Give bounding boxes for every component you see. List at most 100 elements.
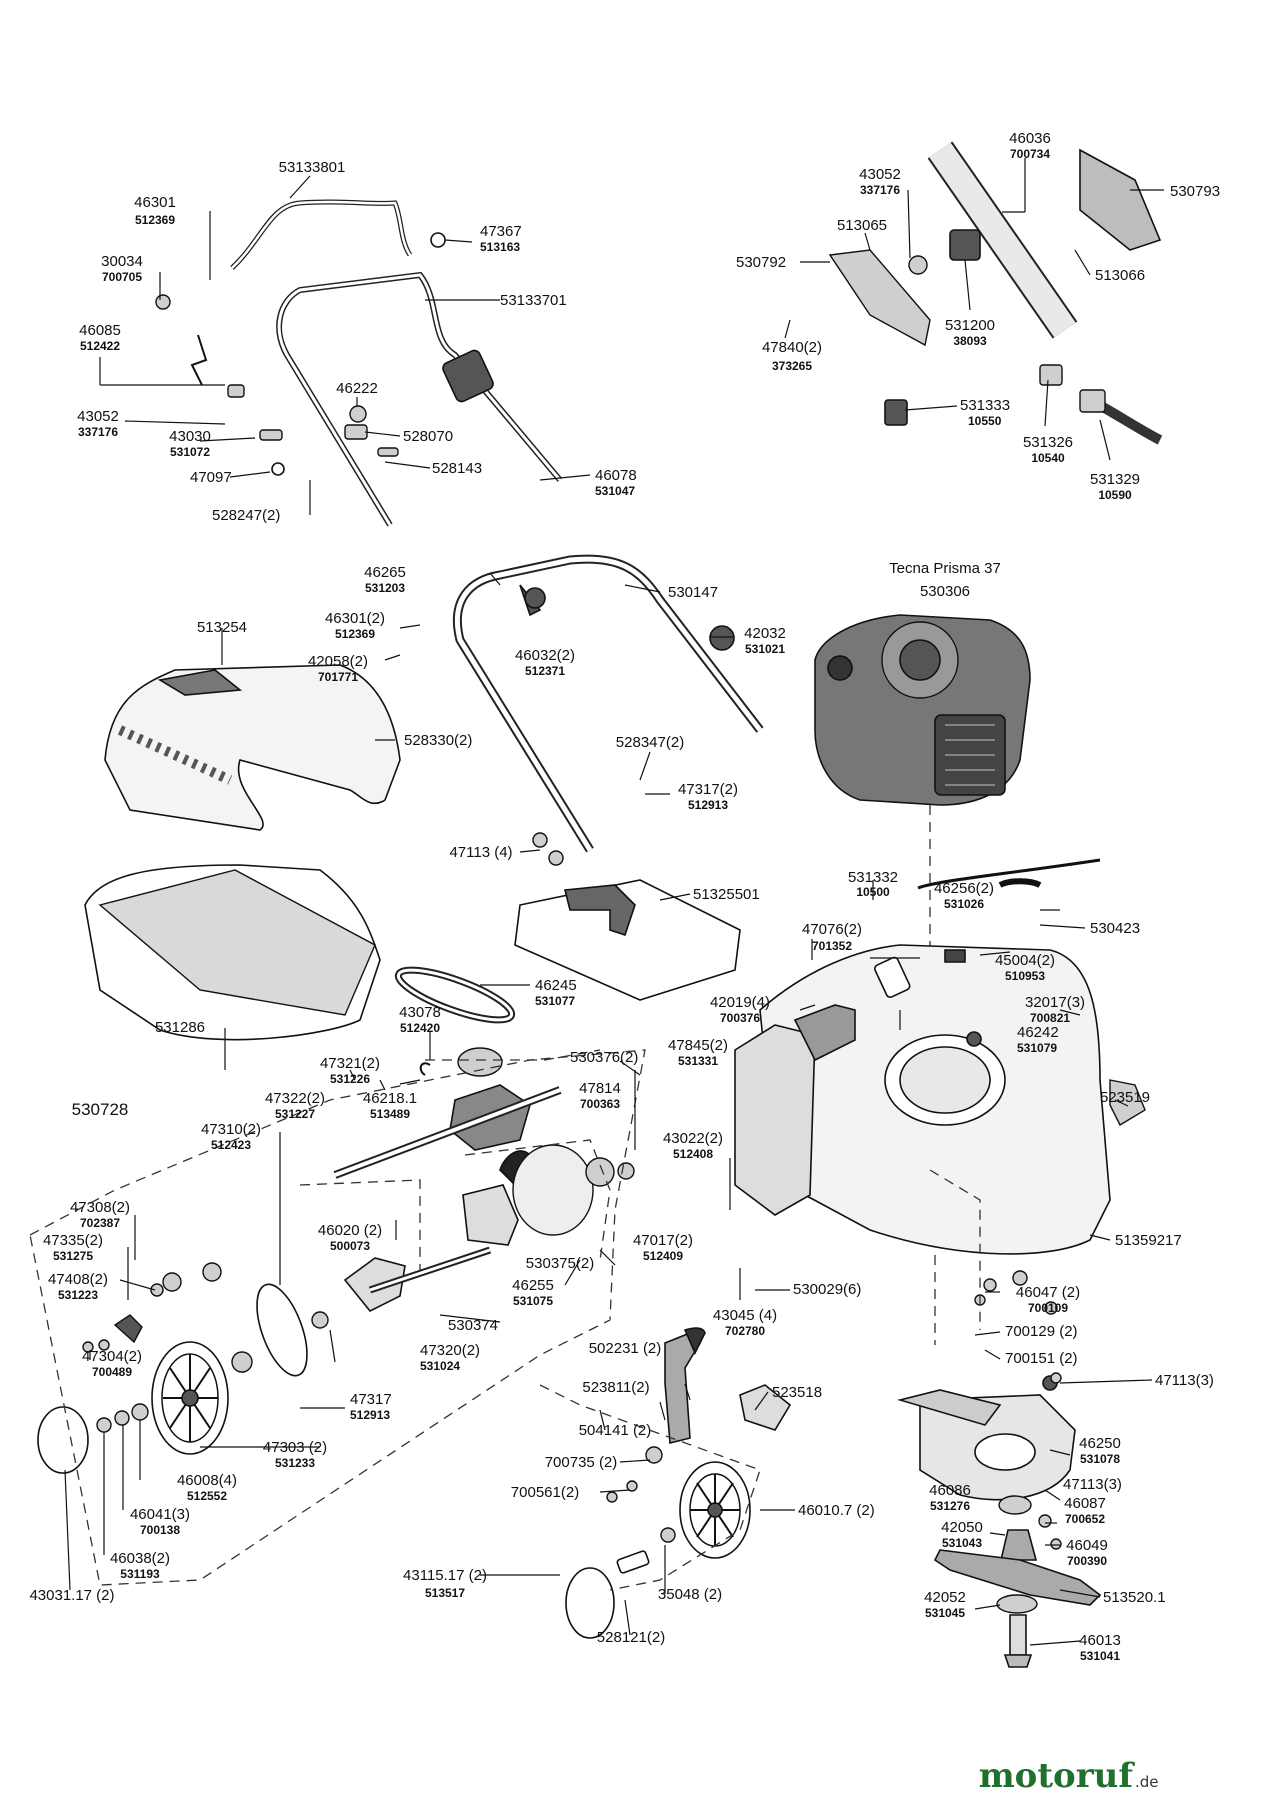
part-subnumber: 531223 xyxy=(58,1288,98,1302)
part-subnumber: 700821 xyxy=(1030,1011,1070,1025)
part-subnumber: 700705 xyxy=(102,270,142,284)
part-label: 46010.7 (2) xyxy=(798,1502,875,1519)
part-label: 46301(2) xyxy=(325,610,385,627)
part-label: 523811(2) xyxy=(582,1379,649,1396)
part-subnumber: 531079 xyxy=(1017,1041,1057,1055)
leader-lines xyxy=(64,158,1164,1646)
part-label: 47113 (4) xyxy=(449,844,512,861)
part-subnumber: 531078 xyxy=(1080,1452,1120,1466)
part-label: 43030 xyxy=(169,428,211,445)
part-label: 700129 (2) xyxy=(1005,1323,1078,1340)
part-label: 47367 xyxy=(480,223,522,240)
part-label: 513520.1 xyxy=(1103,1589,1166,1606)
part-label: 46256(2) xyxy=(934,880,994,897)
part-subnumber: 531227 xyxy=(275,1107,315,1121)
part-subnumber: 531193 xyxy=(120,1567,160,1581)
watermark-logo: motoruf .de xyxy=(979,1756,1159,1796)
part-label: 46047 (2) xyxy=(1016,1284,1080,1301)
part-label: 43052 xyxy=(77,408,119,425)
part-label: 47408(2) xyxy=(48,1271,108,1288)
part-label: 47304(2) xyxy=(82,1348,142,1365)
part-subnumber: 510953 xyxy=(1005,969,1045,983)
part-subnumber: 700734 xyxy=(1010,147,1050,161)
part-subnumber: 10590 xyxy=(1098,488,1132,502)
part-subnumber: 531203 xyxy=(365,581,405,595)
part-subnumber: 700390 xyxy=(1067,1554,1107,1568)
part-label: 47335(2) xyxy=(43,1232,103,1249)
part-label: 528247(2) xyxy=(212,507,280,524)
part-label: 46041(3) xyxy=(130,1506,190,1523)
part-label: 46245 xyxy=(535,977,577,994)
part-subnumber: 531047 xyxy=(595,484,635,498)
part-subnumber: 512552 xyxy=(187,1489,227,1503)
part-subnumber: 513163 xyxy=(480,240,520,254)
part-label: 46265 xyxy=(364,564,406,581)
part-subnumber: 531021 xyxy=(745,642,785,656)
watermark-text: motoruf xyxy=(979,1756,1136,1796)
part-label: 523518 xyxy=(772,1384,822,1401)
part-label: 46222 xyxy=(336,380,378,397)
part-label: 47317(2) xyxy=(678,781,738,798)
engine-drawing xyxy=(814,614,1031,806)
part-subnumber: 512371 xyxy=(525,664,565,678)
part-label: 47320(2) xyxy=(420,1342,480,1359)
part-label: 53133801 xyxy=(279,159,346,176)
part-subnumber: 512913 xyxy=(350,1408,390,1422)
part-subnumber: 512423 xyxy=(211,1138,251,1152)
part-label: 47113(3) xyxy=(1155,1372,1214,1389)
part-subnumber: 531226 xyxy=(330,1072,370,1086)
part-label: 51359217 xyxy=(1115,1232,1182,1249)
part-label: 47017(2) xyxy=(633,1232,693,1249)
part-subnumber: 513489 xyxy=(370,1107,410,1121)
part-label: 531329 xyxy=(1090,471,1140,488)
part-subnumber: 531024 xyxy=(420,1359,460,1373)
part-subnumber: 700109 xyxy=(1028,1301,1068,1315)
part-subnumber: 531045 xyxy=(925,1606,965,1620)
part-subnumber: 337176 xyxy=(860,183,900,197)
part-label: 51325501 xyxy=(693,886,760,903)
part-label: 46032(2) xyxy=(515,647,575,664)
part-label: 46013 xyxy=(1079,1632,1121,1649)
part-subnumber: 531072 xyxy=(170,445,210,459)
part-subnumber: 512420 xyxy=(400,1021,440,1035)
part-label: 46218.1 xyxy=(363,1090,417,1107)
part-label: 43045 (4) xyxy=(713,1307,777,1324)
part-subnumber: 702387 xyxy=(80,1216,120,1230)
part-label: 531326 xyxy=(1023,434,1073,451)
part-label: 46242 xyxy=(1017,1024,1059,1041)
group-number-label: 530728 xyxy=(72,1100,129,1119)
part-subnumber: 531233 xyxy=(275,1456,315,1470)
part-label: 530147 xyxy=(668,584,718,601)
part-label: 530029(6) xyxy=(793,1281,861,1298)
part-subnumber: 513517 xyxy=(425,1586,465,1600)
part-label: 530423 xyxy=(1090,920,1140,937)
part-label: 531286 xyxy=(155,1019,205,1036)
part-label: 531200 xyxy=(945,317,995,334)
part-label: 504141 (2) xyxy=(579,1422,652,1439)
part-label: 42050 xyxy=(941,1519,983,1536)
part-label: 53133701 xyxy=(500,292,567,309)
part-label: 30034 xyxy=(101,253,143,270)
part-subnumber: 512369 xyxy=(135,213,175,227)
part-subnumber: 702780 xyxy=(725,1324,765,1338)
engine-number-label: 530306 xyxy=(920,583,970,600)
part-label: 46250 xyxy=(1079,1435,1121,1452)
part-label: 35048 (2) xyxy=(658,1586,722,1603)
part-label: 47845(2) xyxy=(668,1037,728,1054)
part-label: 47321(2) xyxy=(320,1055,380,1072)
part-label: 46301 xyxy=(134,194,176,211)
part-subnumber: 700489 xyxy=(92,1365,132,1379)
part-subnumber: 531043 xyxy=(942,1536,982,1550)
part-label: 45004(2) xyxy=(995,952,1055,969)
part-label: 47317 xyxy=(350,1391,392,1408)
part-subnumber: 512422 xyxy=(80,339,120,353)
part-label: 47097 xyxy=(190,469,232,486)
part-subnumber: 531026 xyxy=(944,897,984,911)
part-subnumber: 531077 xyxy=(535,994,575,1008)
part-label: 531333 xyxy=(960,397,1010,414)
part-label: 700561(2) xyxy=(511,1484,579,1501)
part-subnumber: 531275 xyxy=(53,1249,93,1263)
part-label: 42019(4) xyxy=(710,994,770,1011)
part-subnumber: 701771 xyxy=(318,670,358,684)
